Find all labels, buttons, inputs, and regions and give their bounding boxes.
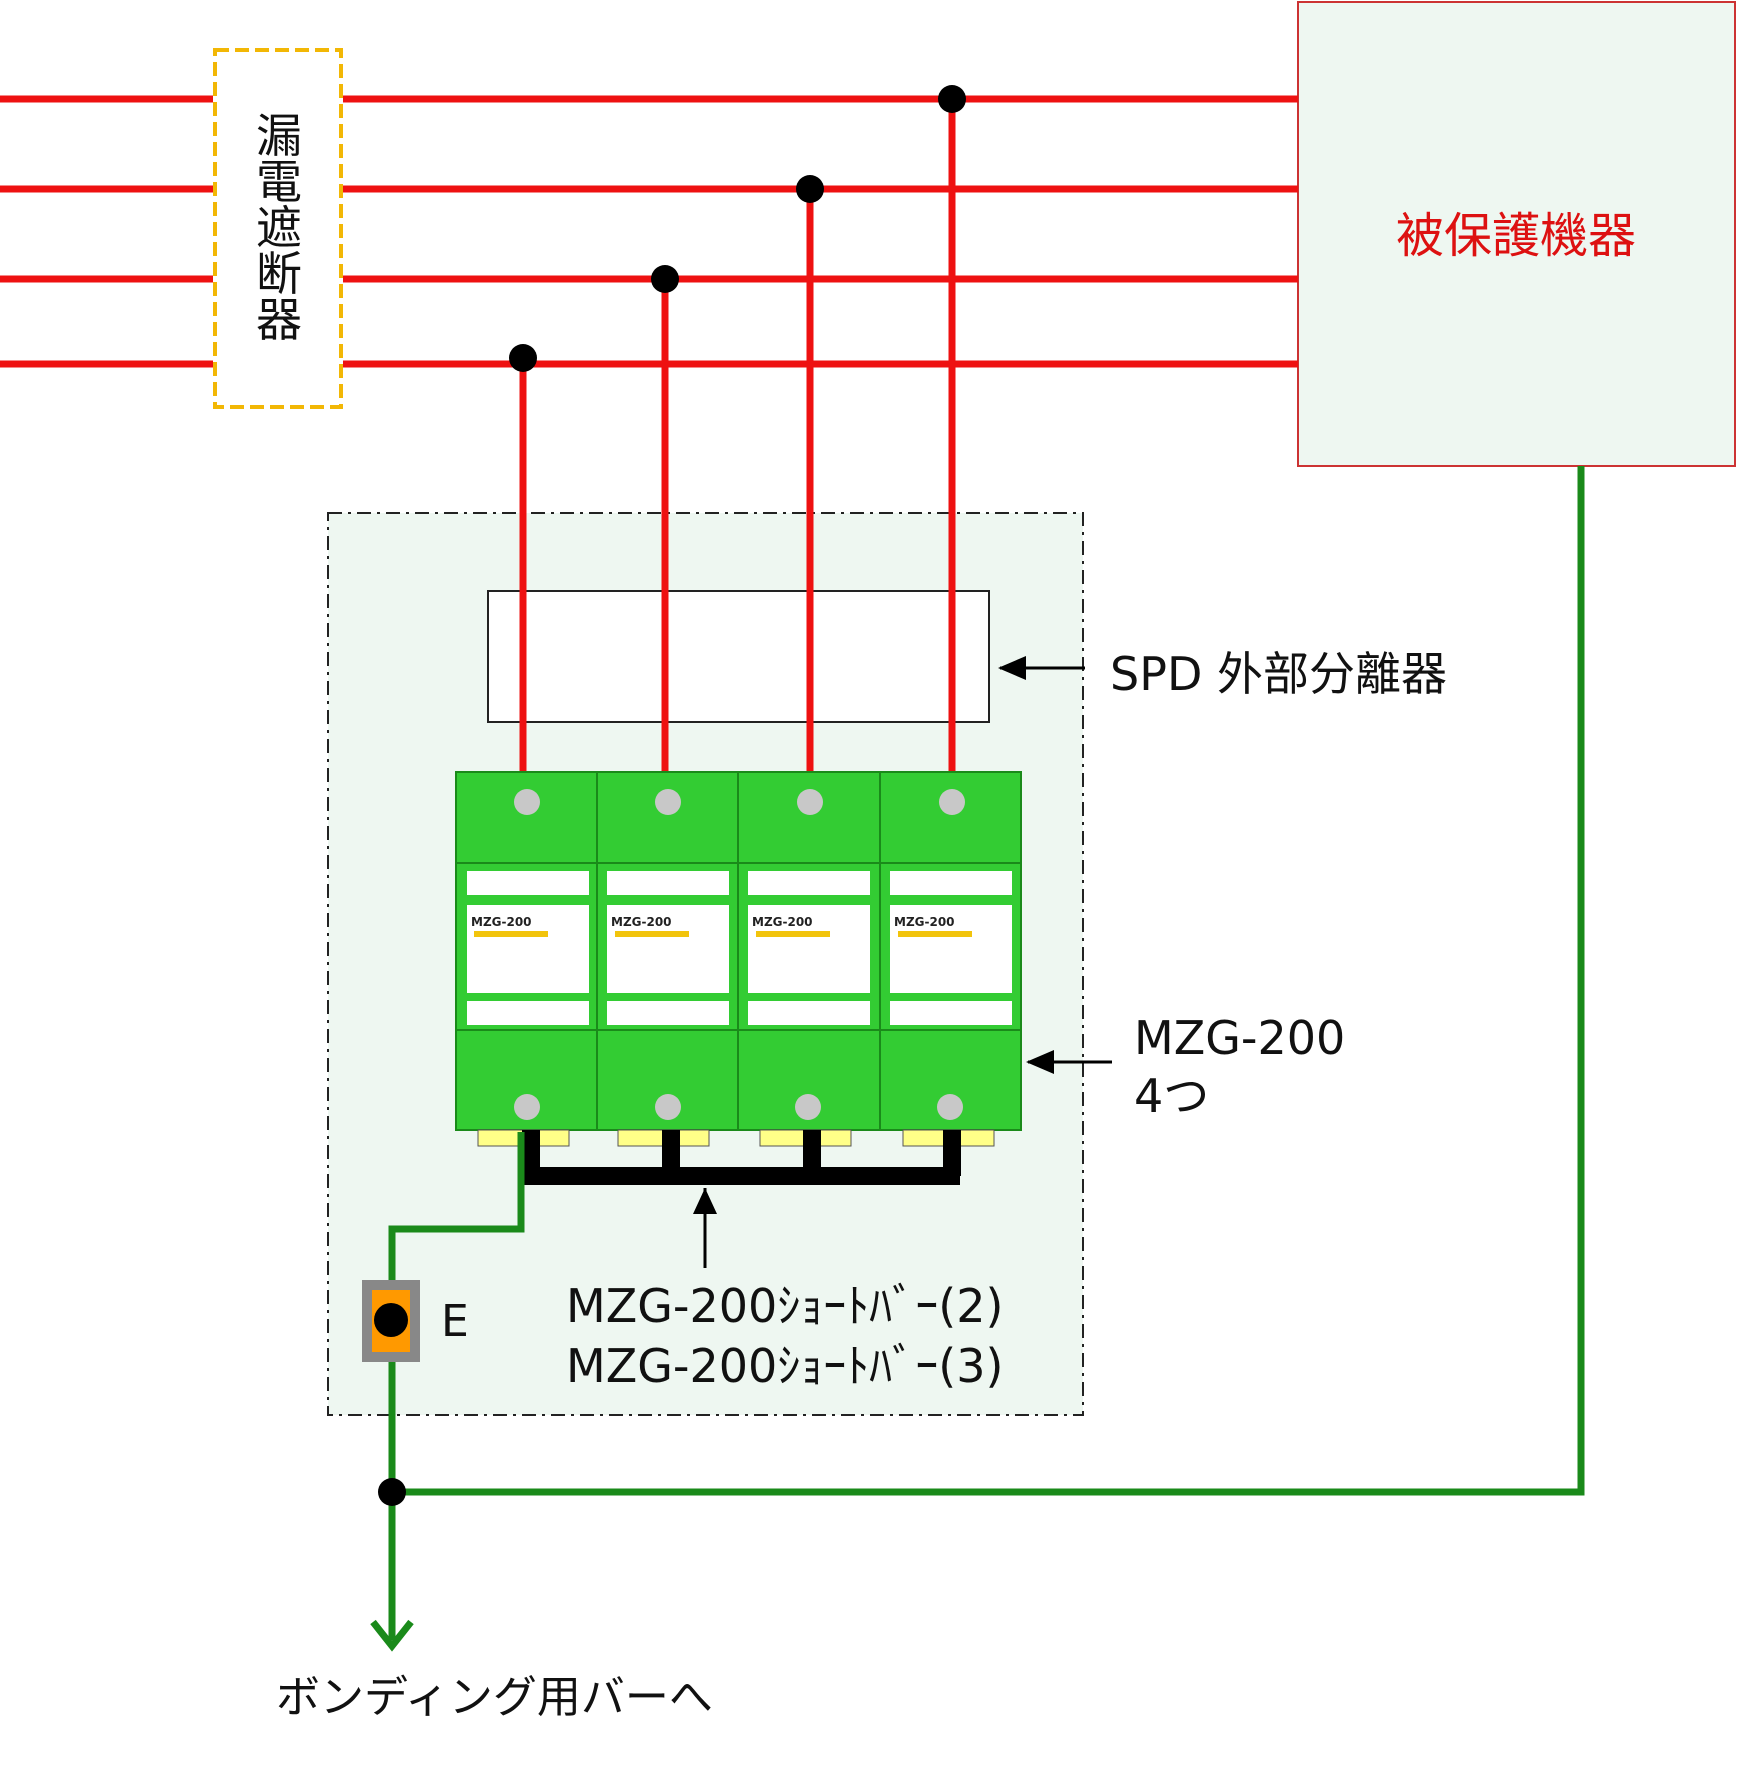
earth-junction-dot: [378, 1478, 406, 1506]
earth-lines: [370, 466, 1585, 1652]
module-3-text: MZG-200: [752, 915, 813, 929]
spd-module-2: MZG-200: [596, 771, 739, 1147]
protected-equipment-box: [1297, 1, 1736, 467]
spd-disconnector-box: [487, 590, 990, 723]
short-bar: [522, 1130, 961, 1185]
short-bar-arrow-head: [693, 1188, 717, 1214]
spd-module-4: MZG-200: [879, 771, 1022, 1147]
leakage-breaker-box: [213, 48, 343, 409]
power-lines: [0, 95, 1298, 368]
earth-arrow-head: [370, 1619, 414, 1652]
spd-disconnector-label: SPD 外部分離器: [1110, 647, 1447, 701]
drop-lines: [519, 99, 956, 772]
disconnector-arrow-head: [998, 656, 1026, 680]
short-bar-label-line2: MZG-200ｼｮｰﾄﾊﾞｰ(3): [566, 1339, 1003, 1393]
junction-dot-2: [651, 265, 679, 293]
earth-line-equipment: [392, 466, 1585, 1496]
breaker-char: 電: [256, 155, 302, 209]
spd-modules: MZG-200 MZG-200 MZG-200: [455, 771, 1022, 1147]
junction-dot-4: [938, 85, 966, 113]
spd-module-3: MZG-200: [737, 771, 881, 1147]
earth-line-module: [388, 1132, 525, 1640]
module-label-line1: MZG-200: [1134, 1011, 1345, 1065]
junction-dot-1: [509, 344, 537, 372]
module-arrow-head: [1026, 1050, 1054, 1074]
module-1-text: MZG-200: [471, 915, 532, 929]
module-4-text: MZG-200: [894, 915, 955, 929]
power-junctions: [509, 85, 966, 372]
breaker-char: 器: [256, 293, 302, 347]
earth-terminal-dot: [374, 1303, 408, 1337]
short-bar-label-line1: MZG-200ｼｮｰﾄﾊﾞｰ(2): [566, 1279, 1003, 1333]
leakage-breaker-label: 漏電遮断器: [256, 109, 302, 347]
spd-module-1: MZG-200: [455, 771, 598, 1147]
protected-equipment-label: 被保護機器: [1396, 208, 1636, 264]
bonding-bar-label: ボンディング用バーへ: [276, 1672, 713, 1723]
breaker-char: 断: [256, 247, 302, 301]
module-label-line2: 4つ: [1134, 1069, 1209, 1123]
junction-dot-3: [796, 175, 824, 203]
module-2-text: MZG-200: [611, 915, 672, 929]
breaker-char: 漏: [256, 109, 302, 163]
earth-terminal-label: E: [441, 1296, 469, 1347]
breaker-char: 遮: [256, 201, 302, 255]
